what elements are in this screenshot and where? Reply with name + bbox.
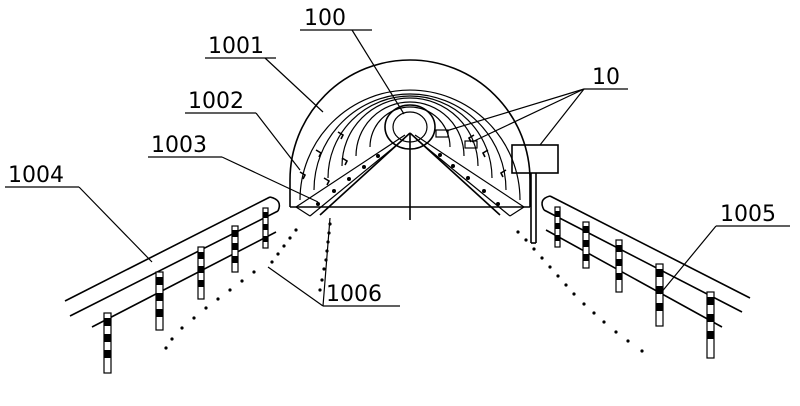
leader-1006-left	[268, 267, 323, 306]
roadside-sign	[512, 145, 558, 243]
wall-light	[316, 202, 320, 206]
leader-10-c	[540, 89, 584, 145]
left-rail-top	[65, 197, 270, 301]
leader-1004	[79, 187, 152, 262]
lamp-mark	[483, 150, 488, 157]
post-band	[707, 314, 714, 322]
wall-light	[438, 153, 442, 157]
post-band	[616, 273, 622, 280]
leader-10-a	[446, 89, 584, 131]
leader-1002	[256, 113, 300, 170]
wall-light	[496, 202, 500, 206]
label-1006: 1006	[326, 282, 382, 307]
wall-light	[482, 189, 486, 193]
left-dotted-markers	[164, 228, 297, 349]
label-10: 10	[592, 65, 620, 90]
right-rail-end-cap	[542, 196, 550, 210]
post-band	[555, 235, 560, 241]
post-band	[104, 318, 111, 326]
left-walkway-end	[296, 207, 310, 216]
right-walkway-edge	[415, 135, 524, 207]
wall-light	[332, 189, 336, 193]
post-band	[707, 331, 714, 339]
leader-10-b	[472, 89, 584, 142]
leader-lines	[5, 30, 790, 306]
label-1001: 1001	[208, 34, 264, 59]
post-band	[232, 243, 238, 250]
post-band	[583, 240, 589, 247]
post-band	[198, 252, 204, 259]
label-100: 100	[304, 6, 346, 31]
wall-light	[451, 164, 455, 168]
right-rail-bottom	[546, 230, 722, 327]
post-band	[616, 245, 622, 252]
lamp-mark	[342, 158, 347, 165]
right-rail-posts	[555, 207, 714, 358]
wall-light	[376, 154, 380, 158]
wall-light	[362, 165, 366, 169]
post-band	[156, 277, 163, 285]
post-band	[263, 224, 268, 230]
left-guardrail	[65, 197, 279, 373]
post-band	[555, 223, 560, 229]
post-band	[555, 211, 560, 217]
left-rail-posts	[104, 208, 268, 373]
post-band	[656, 303, 663, 311]
wall-light	[466, 176, 470, 180]
post-band	[156, 309, 163, 317]
leader-1003	[222, 157, 318, 202]
label-1005: 1005	[720, 202, 776, 227]
post-band	[104, 350, 111, 358]
post-band	[156, 293, 163, 301]
label-1002: 1002	[188, 89, 244, 114]
leader-1001	[265, 58, 323, 112]
post-band	[656, 286, 663, 294]
leader-100	[352, 30, 404, 114]
right-walkway-inner	[416, 139, 510, 216]
left-rail-bottom	[92, 232, 276, 327]
left-walkway-inner	[310, 139, 404, 216]
post-band	[198, 280, 204, 287]
post-band	[616, 259, 622, 266]
left-wall-lights	[316, 154, 380, 206]
post-band	[656, 269, 663, 277]
left-rail-lower	[70, 211, 278, 316]
sign-board	[512, 145, 558, 173]
post-band	[583, 226, 589, 233]
label-1003: 1003	[151, 133, 207, 158]
wall-light	[347, 177, 351, 181]
post-band	[198, 266, 204, 273]
post-band	[263, 212, 268, 218]
right-walkway-end	[510, 207, 524, 216]
left-rail-end-cap	[270, 197, 279, 211]
tunnel-road	[296, 130, 524, 220]
lamp-mark	[324, 178, 329, 185]
post-band	[104, 334, 111, 342]
lamp-mark	[316, 150, 321, 157]
label-1004: 1004	[8, 163, 64, 188]
post-band	[232, 230, 238, 237]
post-band	[232, 256, 238, 263]
right-guardrail	[542, 196, 750, 358]
post-band	[583, 254, 589, 261]
reference-labels: 100 1001 1002 1003 1004 1005 1006 10	[8, 6, 776, 307]
left-walkway-edge	[296, 135, 405, 207]
post-band	[707, 297, 714, 305]
post-band	[263, 236, 268, 242]
